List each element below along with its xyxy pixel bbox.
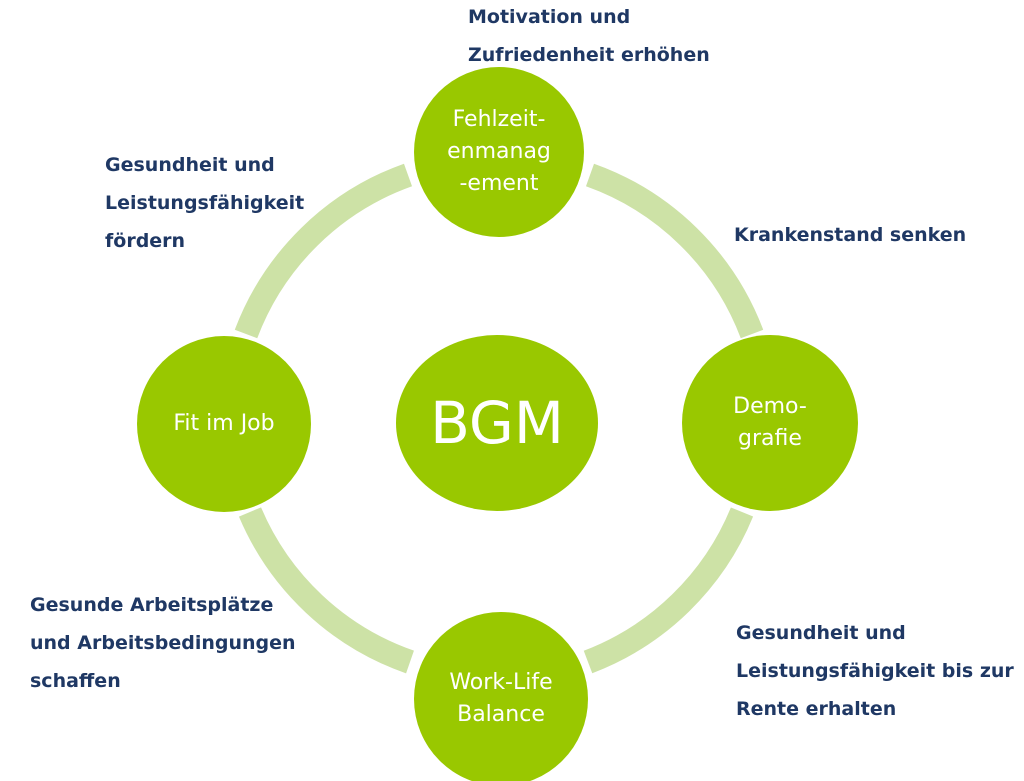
ring-arc-right-bottom — [583, 507, 754, 674]
node-demografie: Demo- grafie — [682, 335, 858, 511]
goal-gesundheit-foerdern: Gesundheit und Leistungsfähigkeit förder… — [105, 154, 305, 252]
node-top-label: Fehlzeit- enmanag -ement — [447, 107, 551, 196]
center-node-label: BGM — [430, 389, 564, 457]
node-bottom-label: Work-Life Balance — [449, 670, 553, 727]
goal-motivation: Motivation und Zufriedenheit erhöhen — [468, 6, 710, 66]
node-fehlzeitenmanagement: Fehlzeit- enmanag -ement — [414, 67, 584, 237]
node-fit-im-job: Fit im Job — [137, 336, 311, 512]
goal-arbeitsplaetze: Gesunde Arbeitsplätze und Arbeitsbedingu… — [30, 594, 296, 692]
goal-krankenstand: Krankenstand senken — [734, 224, 967, 246]
ring-arc-top-right — [585, 163, 764, 339]
center-node-bgm: BGM — [396, 335, 598, 511]
ring-arc-left-top — [234, 163, 413, 339]
ring-arc-bottom-left — [238, 507, 415, 674]
goal-rente: Gesundheit und Leistungsfähigkeit bis zu… — [736, 622, 1014, 720]
node-right-label: Demo- grafie — [733, 394, 807, 451]
node-left-label: Fit im Job — [173, 411, 275, 436]
node-work-life-balance: Work-Life Balance — [414, 612, 588, 781]
